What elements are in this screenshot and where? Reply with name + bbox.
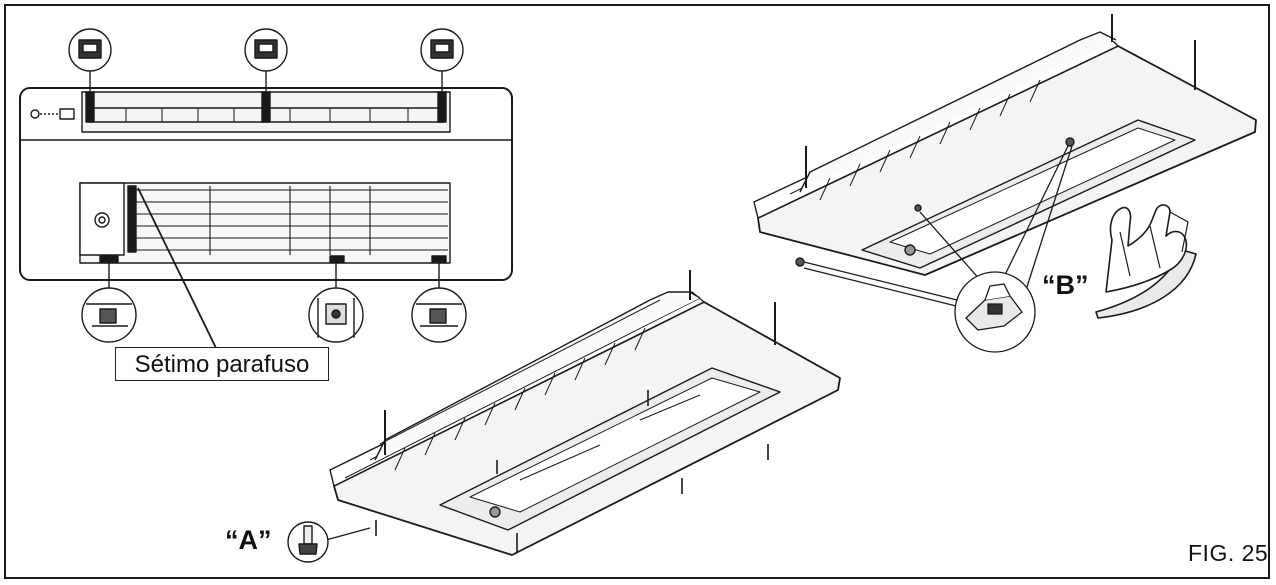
screw-icon	[287, 521, 371, 563]
panel-isometric-a	[329, 270, 841, 556]
clip-detail-icon	[68, 28, 464, 95]
label-a: “A”	[225, 525, 272, 555]
label-b: “B”	[1042, 270, 1089, 300]
front-panel-view	[19, 87, 513, 281]
seventh-screw-label: Sétimo parafuso	[115, 347, 329, 381]
figure-number: FIG. 25	[1188, 540, 1269, 566]
fastener-detail-icon	[1095, 204, 1197, 319]
detail-b-callout	[803, 145, 1073, 353]
panel-isometric-b	[753, 14, 1257, 276]
seventh-screw-leader	[137, 187, 217, 349]
screw-detail-icon	[81, 262, 467, 343]
